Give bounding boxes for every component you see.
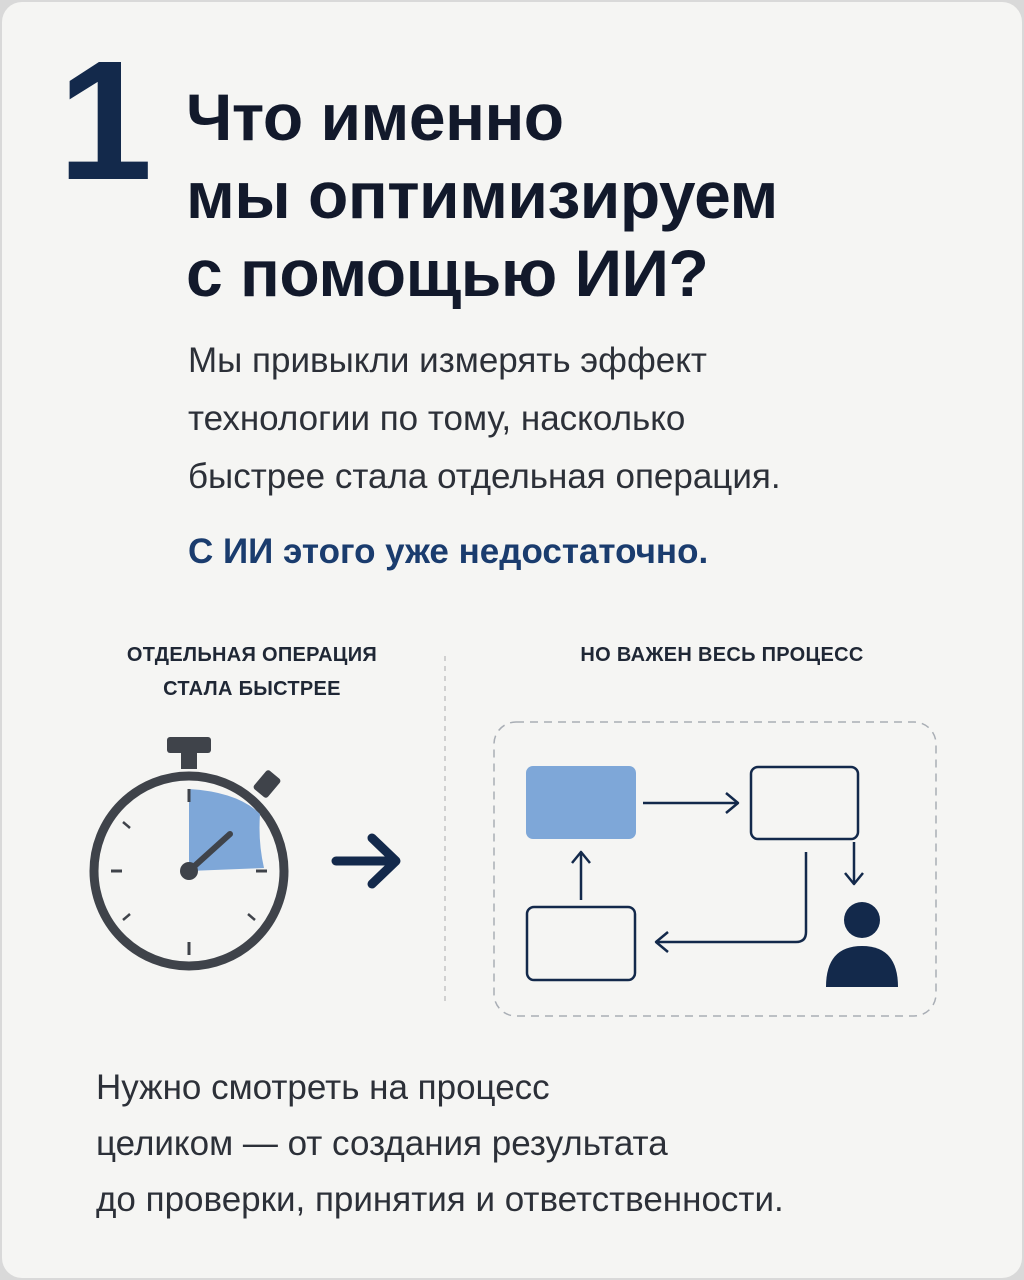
intro-line: технологии по тому, насколько [188,399,686,438]
outro-line: Нужно смотреть на процесс [96,1068,550,1107]
highlight-statement: С ИИ этого уже недостаточно. [188,532,709,571]
stopwatch-icon [89,737,289,971]
person-icon [826,902,898,987]
title-line: с помощью ИИ? [186,236,709,310]
intro-line: быстрее стала отдельная операция. [188,457,781,496]
intro-line: Мы привыкли измерять эффект [188,341,707,380]
process-step [749,765,860,841]
outro-line: до проверки, принятия и ответственности. [96,1180,784,1219]
slide-title: Что именно мы оптимизируем с помощью ИИ? [186,78,966,312]
title-line: мы оптимизируем [186,158,778,232]
left-label-line: ОТДЕЛЬНАЯ ОПЕРАЦИЯ [126,644,378,666]
process-step-highlighted [526,766,636,839]
conclusion-paragraph: Нужно смотреть на процесс целиком — от с… [96,1060,956,1228]
title-line: Что именно [186,80,564,154]
slide-number: 1 [58,26,153,216]
process-frame [493,721,937,1017]
left-label-line: СТАЛА БЫСТРЕЕ [163,678,341,700]
outro-line: целиком — от создания результата [96,1124,668,1163]
process-flow-diagram [493,721,937,1017]
process-step [525,905,637,982]
right-panel-label: НО ВАЖЕН ВЕСЬ ПРОЦЕСС [580,644,864,666]
arrow-right-icon [331,833,401,889]
intro-paragraph: Мы привыкли измерять эффект технологии п… [188,332,948,506]
left-panel-label: ОТДЕЛЬНАЯ ОПЕРАЦИЯ СТАЛА БЫСТРЕЕ [102,638,402,706]
